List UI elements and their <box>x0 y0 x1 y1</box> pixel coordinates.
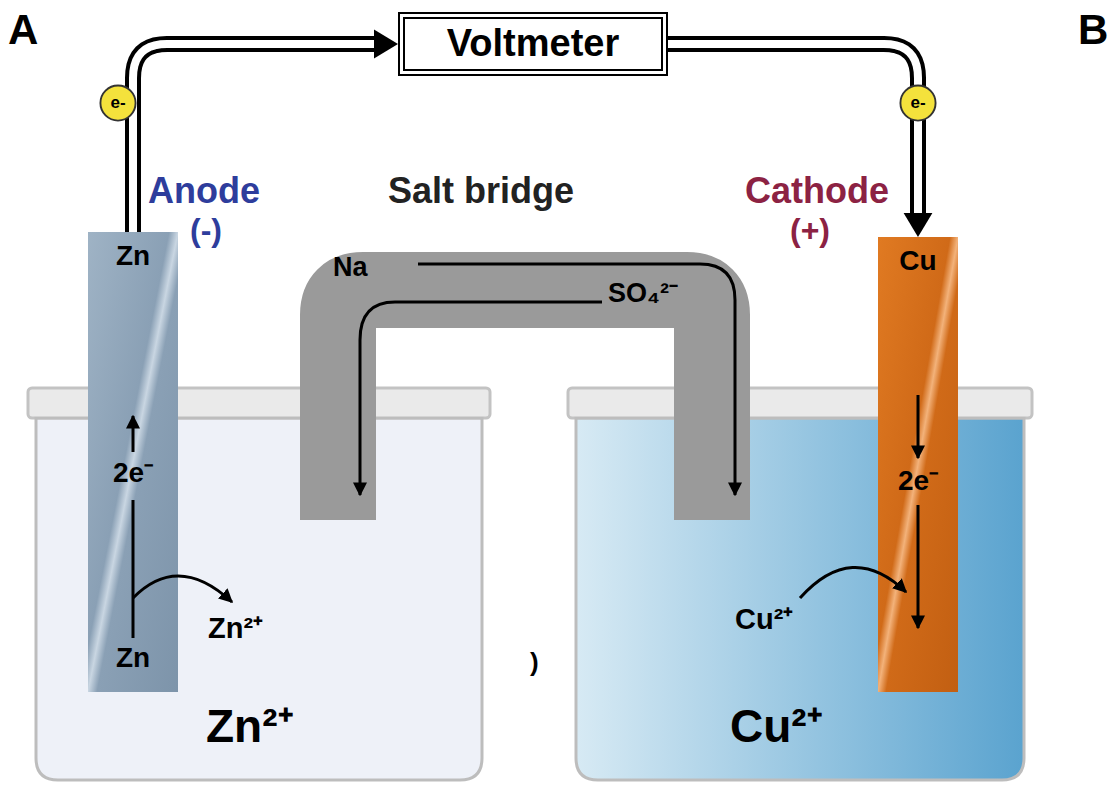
solution-ion: Cu²⁺ <box>730 700 823 753</box>
stray-mark: ) <box>530 648 539 678</box>
electron-symbol: e- <box>910 93 925 113</box>
panel-letter: B <box>1078 6 1108 54</box>
badge-circle <box>100 85 135 120</box>
electrode-text: Cu <box>878 245 958 277</box>
ion-name: Na <box>333 252 368 283</box>
wire-connector <box>133 30 398 232</box>
copper-beaker <box>568 388 1032 780</box>
polarity-sign: (-) <box>190 212 222 249</box>
voltmeter-box: Voltmeter <box>398 12 668 76</box>
electron-path <box>132 500 135 638</box>
anion-flow-arrow <box>360 302 602 495</box>
ion-name: SO₄²⁻ <box>608 278 678 309</box>
electrode-text: 2e⁻ <box>88 457 178 489</box>
ion-name: Zn²⁺ <box>208 612 263 645</box>
solution-ion: Zn²⁺ <box>206 700 294 753</box>
copper-electrode-node: Cu 2e⁻ <box>878 237 958 692</box>
instrument-name: Voltmeter <box>447 22 619 66</box>
electrode-name: Anode <box>148 170 260 211</box>
arrowhead <box>904 213 933 237</box>
illustration-part <box>568 388 1032 418</box>
electrode-text: Zn <box>88 642 178 674</box>
panel-letter: A <box>8 6 38 54</box>
electrode-text: Zn <box>88 240 178 272</box>
polarity-sign: (+) <box>790 212 830 249</box>
wire-core <box>133 44 378 232</box>
salt-bridge <box>338 290 712 520</box>
ion-deposit-arrow <box>800 567 906 598</box>
arrowhead <box>374 30 398 59</box>
wire-core <box>668 44 918 217</box>
wire-outline <box>133 44 378 232</box>
zinc-electrode-node: Zn 2e⁻ Zn <box>88 232 178 692</box>
ion-name: Cu²⁺ <box>735 603 793 636</box>
electrode-name: Cathode <box>745 170 889 211</box>
cation-flow-arrow <box>418 264 735 495</box>
zinc-electrode <box>88 232 178 692</box>
wire-connector <box>668 44 932 237</box>
ion-release-arrow <box>133 576 232 602</box>
electron-badge: e- <box>899 84 937 122</box>
electron-arrow <box>917 395 920 458</box>
copper-electrode <box>878 237 958 692</box>
electron-arrow <box>132 416 135 452</box>
electron-badge: e- <box>99 84 137 122</box>
electron-symbol: e- <box>110 93 125 113</box>
part-name: Salt bridge <box>388 170 574 211</box>
electron-arrow <box>917 505 920 628</box>
wire-outline <box>668 44 918 217</box>
electrode-text: 2e⁻ <box>878 465 958 497</box>
badge-circle <box>900 85 935 120</box>
